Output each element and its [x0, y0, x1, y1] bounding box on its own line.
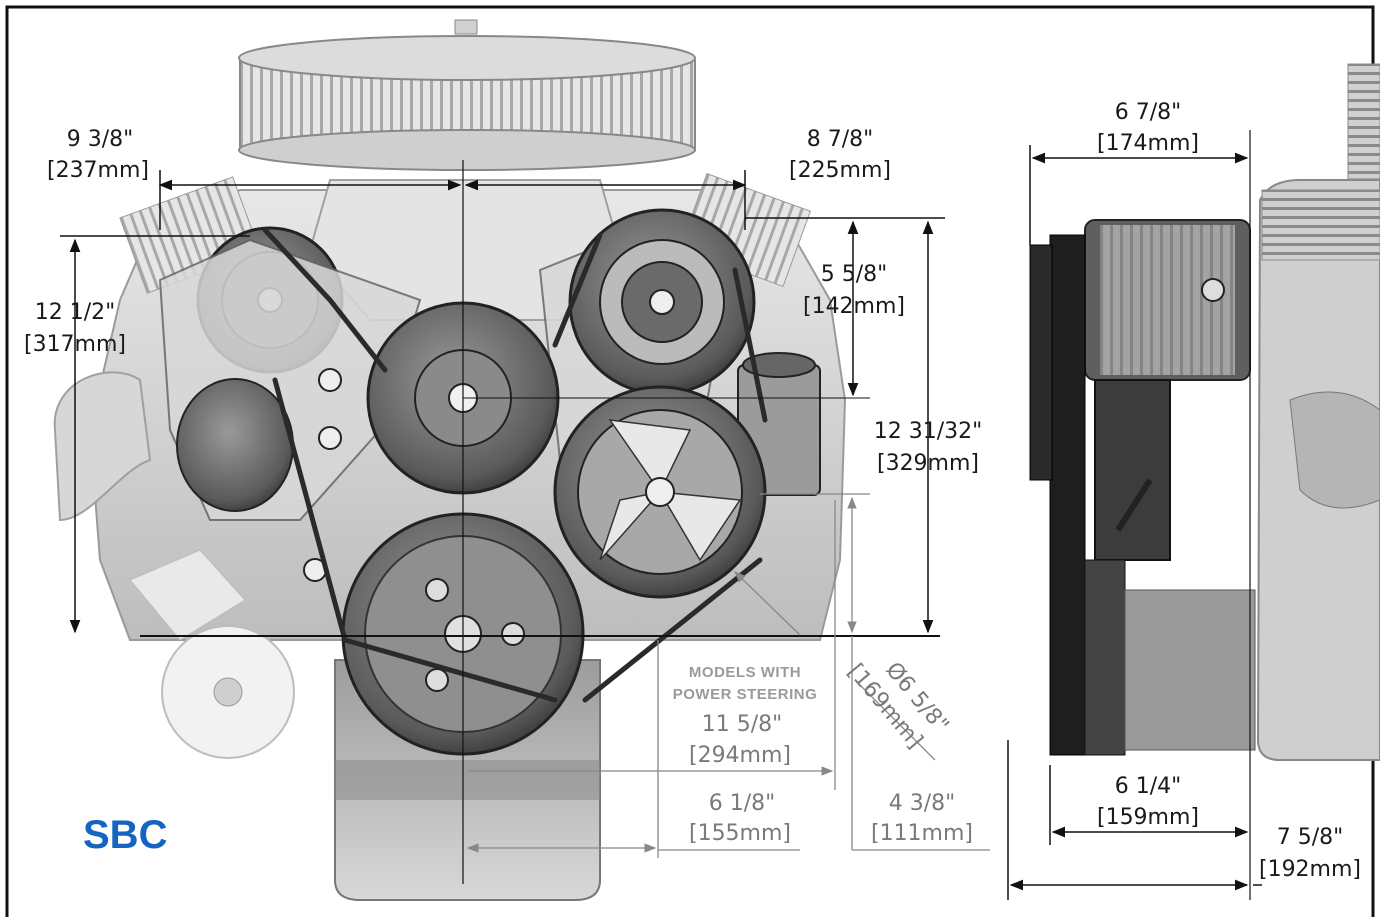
note-line-2: POWER STEERING: [673, 686, 818, 703]
dim-lower-width-imperial: 6 1/8": [709, 791, 776, 816]
side-air-cleaner: [1347, 63, 1380, 180]
dim-ps-height-imperial: 4 3/8": [889, 791, 956, 816]
dim-ps-width-imperial: 11 5/8": [702, 712, 783, 737]
dim-ps-height-metric: [111mm]: [871, 821, 973, 846]
dim-total-height-imperial: 12 31/32": [874, 419, 983, 444]
side-pulley-stack: [1049, 234, 1086, 756]
dim-side-top-imperial: 6 7/8": [1115, 100, 1182, 125]
dim-side-bottom-imperial: 6 1/4": [1115, 774, 1182, 799]
note-line-1: MODELS WITH: [689, 664, 801, 681]
dim-top-right-imperial: 8 7/8": [807, 127, 874, 152]
dim-top-right-metric: [225mm]: [789, 158, 891, 183]
dimension-lines-gray: [466, 493, 990, 858]
dim-left-height-metric: [317mm]: [24, 332, 126, 357]
side-engine-illustration: [1029, 63, 1380, 761]
brand-label: SBC: [83, 813, 167, 857]
dim-side-total-imperial: 7 5/8": [1277, 825, 1344, 850]
tensioner: [176, 378, 294, 512]
dim-top-left-metric: [237mm]: [47, 158, 149, 183]
dim-side-bottom-metric: [159mm]: [1097, 805, 1199, 830]
side-dimension-lines: [1007, 130, 1262, 900]
side-valve-cover: [1261, 189, 1380, 261]
dim-ps-width-metric: [294mm]: [689, 743, 791, 768]
dimension-lines: [60, 160, 945, 884]
dim-alt-height-metric: [142mm]: [803, 294, 905, 319]
serpentine-belt: [262, 227, 768, 703]
dim-lower-width-metric: [155mm]: [689, 821, 791, 846]
front-engine-illustration: [53, 19, 847, 901]
dim-alt-height-imperial: 5 5/8": [821, 262, 888, 287]
dim-top-left-imperial: 9 3/8": [67, 127, 134, 152]
distributor-body: [129, 549, 246, 641]
dim-left-height-imperial: 12 1/2": [35, 300, 116, 325]
dim-total-height-metric: [329mm]: [877, 451, 979, 476]
dim-side-top-metric: [174mm]: [1097, 131, 1199, 156]
side-bracket: [1094, 379, 1171, 561]
dim-side-total-metric: [192mm]: [1259, 857, 1361, 882]
